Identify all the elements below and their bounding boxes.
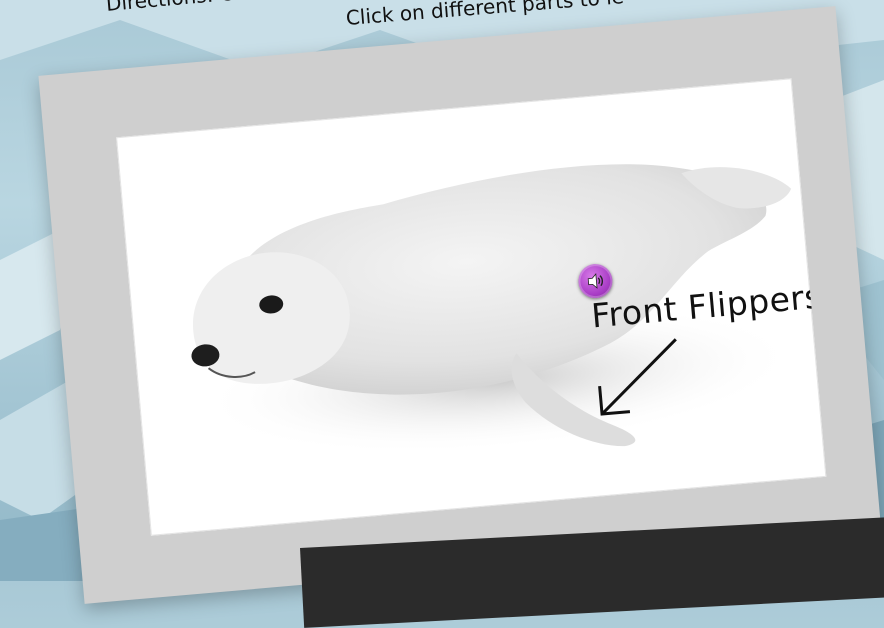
seal-card-frame: Front Flippers bbox=[38, 6, 881, 604]
arrow-icon bbox=[575, 328, 702, 428]
speaker-icon bbox=[585, 270, 607, 292]
seal-photo[interactable]: Front Flippers bbox=[116, 78, 826, 536]
